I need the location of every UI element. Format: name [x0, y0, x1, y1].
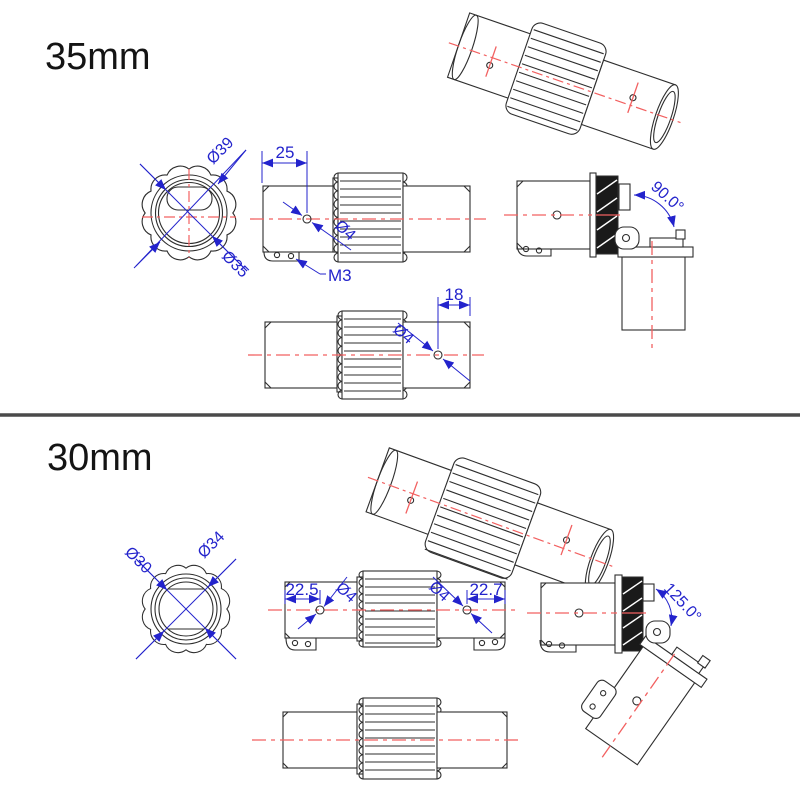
clamp-bracket-side: [516, 242, 552, 257]
offset-dimension-25: [261, 151, 308, 213]
thread-leader-m3: [295, 258, 326, 275]
section-title-30: 30mm: [47, 437, 153, 479]
bottom-view-35: 18 Ø4: [248, 285, 484, 400]
hole-dia-leader-bottom-35: [397, 322, 471, 382]
elbow-body-35: [621, 256, 686, 331]
knurl-flutes: [340, 180, 401, 254]
section-35mm: 35mm: [45, 12, 694, 400]
iso-centerline-35: [448, 42, 681, 124]
dim-label-thread-m3: M3: [328, 266, 352, 285]
dia-dimension-39: [133, 149, 247, 269]
front-view-30: 22.5 Ø4 Ø4 22.7: [268, 570, 520, 651]
section-title-35: 35mm: [45, 36, 151, 78]
pin-hole-front-35: [302, 214, 312, 224]
dim-label-inner-dia-35: Ø35: [218, 248, 251, 281]
hole-dia-leader-right-30: [432, 576, 493, 634]
offset-dimension-18: [437, 297, 471, 349]
clamp-bracket-left: [285, 637, 317, 651]
knurl-flutes: [365, 705, 435, 771]
dim-label-offset-22-7: 22.7: [469, 580, 502, 599]
dim-label-offset-25: 25: [276, 143, 295, 162]
offset-dimension-22-7: [466, 590, 506, 604]
knurl-flutes: [365, 578, 435, 644]
threaded-section-30: [621, 576, 644, 652]
iso-centerline-30: [367, 476, 615, 568]
isometric-view-35: [446, 12, 681, 150]
section-30mm: 30mm: [47, 437, 711, 780]
hinge-pin-30: [652, 627, 662, 637]
lock-stub-35: [618, 183, 631, 211]
pin-hole-bottom-35: [433, 350, 443, 360]
lock-stub-30: [642, 583, 655, 602]
circle-view-30: Ø30 Ø34: [121, 528, 237, 660]
angle-arc-90: [633, 190, 676, 228]
clamp-bracket: [263, 251, 300, 262]
knurled-ring-outline: [141, 564, 231, 654]
hinge-pin-35: [621, 233, 631, 243]
pin-hole-left-30: [315, 605, 325, 615]
dim-label-angle-125: 125.0°: [660, 580, 704, 626]
front-view-35: 25 Ø4 M3: [250, 143, 486, 285]
isometric-view-30: [365, 447, 615, 593]
circle-view-35: Ø39 Ø35: [133, 134, 252, 281]
elbow-bracket-30: [581, 679, 617, 719]
dia-dimension-34: [135, 558, 237, 660]
clamp-bracket-right: [473, 638, 506, 651]
dia-dimension-35: [139, 163, 248, 272]
side-view-35: 90.0°: [504, 172, 694, 348]
dim-label-offset-18: 18: [445, 285, 464, 304]
dim-label-angle-90: 90.0°: [647, 178, 686, 216]
offset-dimension-22-5: [284, 590, 321, 604]
clamp-bracket-side-30: [539, 639, 577, 653]
knurl-flutes: [344, 318, 401, 392]
hole-dia-leader-front-35: [282, 201, 352, 251]
dim-label-outer-dia-30: Ø34: [195, 528, 228, 561]
side-view-30: 125.0°: [527, 574, 711, 766]
knurled-ring-outline: [141, 165, 237, 261]
dim-label-offset-22-5: 22.5: [285, 580, 318, 599]
hinge-knuckle-30: [645, 620, 671, 644]
dim-label-outer-dia-35: Ø39: [204, 134, 237, 167]
hinge-knuckle-35: [614, 226, 640, 250]
angle-arc-125: [655, 588, 678, 627]
elbow-angled-assembly-30: [581, 635, 711, 766]
pin-hole-right-30: [462, 605, 472, 615]
bottom-view-30: [252, 697, 522, 780]
hole-dia-leader-left-30: [297, 576, 348, 630]
